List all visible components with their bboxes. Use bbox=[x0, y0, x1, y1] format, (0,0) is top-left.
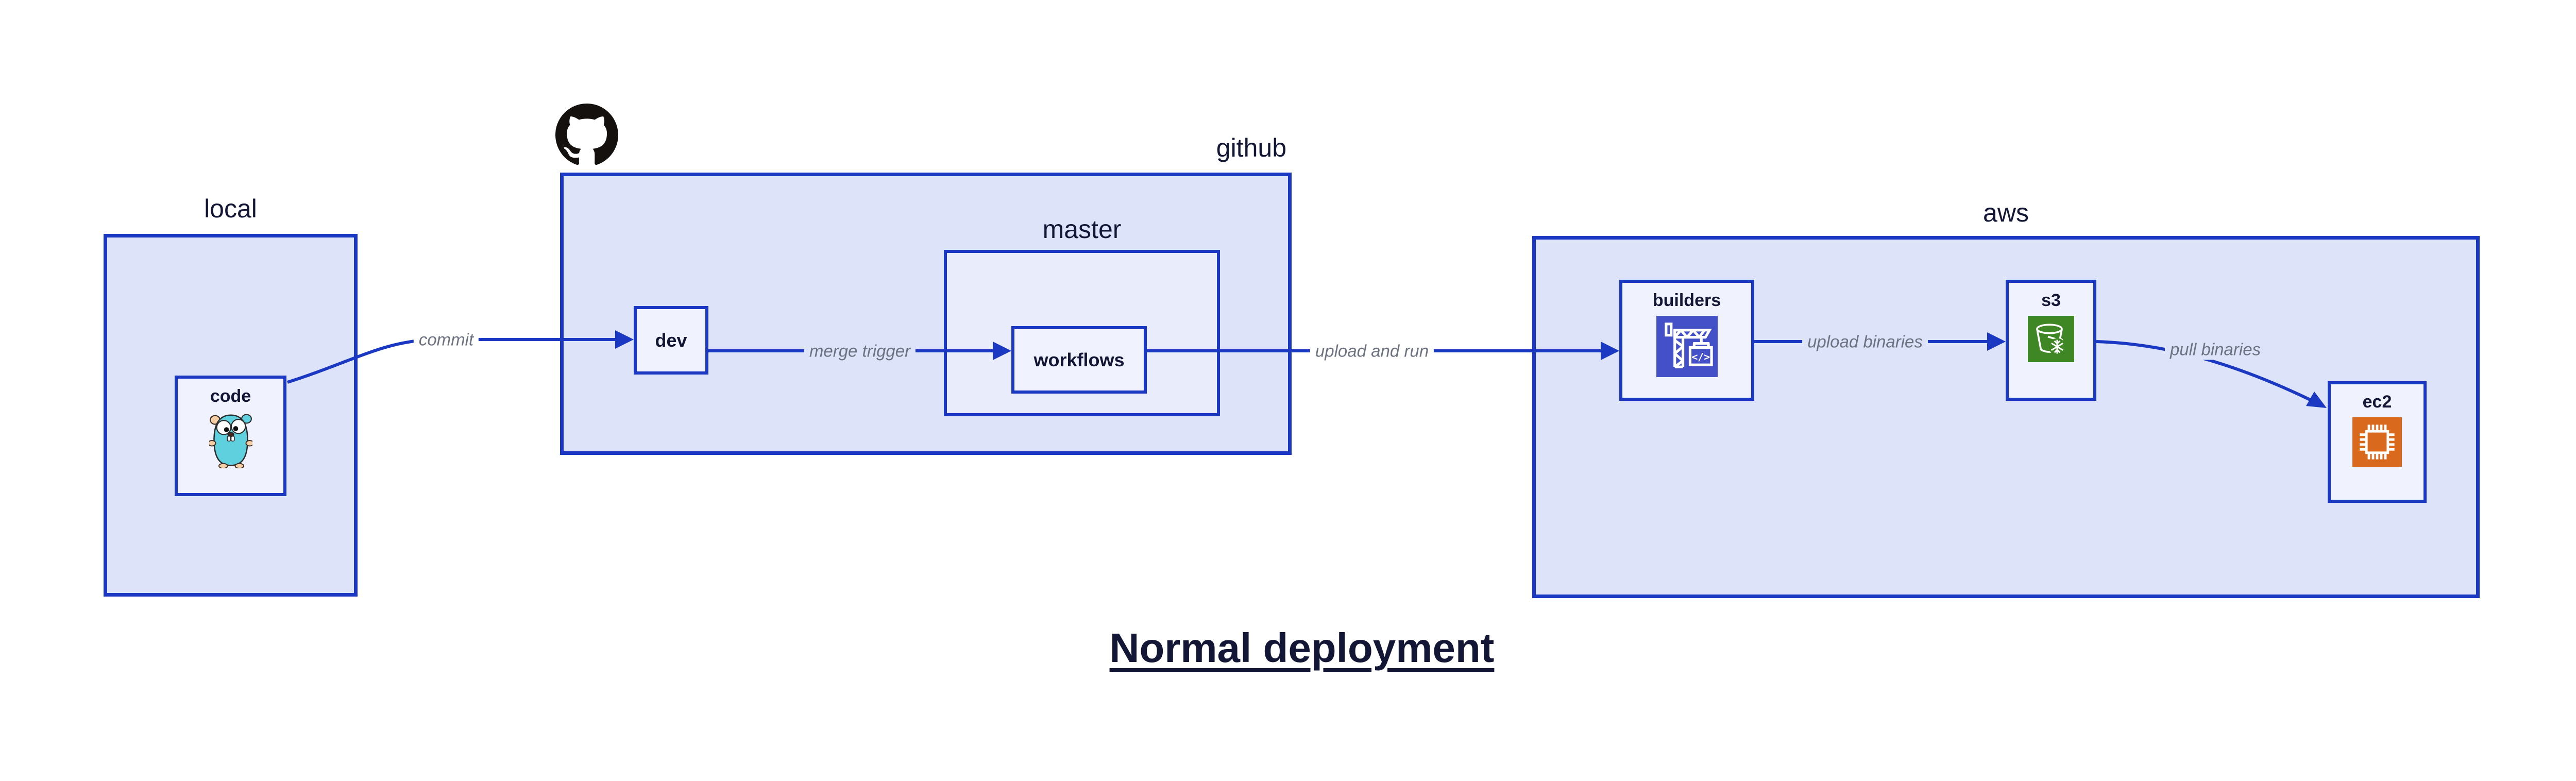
node-builders-label: builders bbox=[1652, 291, 1721, 310]
diagram-title: Normal deployment bbox=[1109, 625, 1495, 671]
node-workflows-label: workflows bbox=[1033, 349, 1125, 370]
svg-text:</>: </> bbox=[1691, 351, 1710, 363]
github-container-label: github bbox=[1216, 133, 1286, 162]
node-ec2-label: ec2 bbox=[2362, 392, 2392, 412]
ec2-chip-icon bbox=[2352, 417, 2402, 467]
edge-label-upload-binaries: upload binaries bbox=[1802, 331, 1928, 352]
edge-label-commit: commit bbox=[413, 329, 479, 350]
node-s3: s3 bbox=[2006, 280, 2096, 401]
github-octocat-logo-icon bbox=[555, 104, 618, 165]
node-dev: dev bbox=[634, 306, 708, 375]
edge-label-merge-trigger: merge trigger bbox=[804, 340, 916, 362]
node-ec2: ec2 bbox=[2328, 381, 2427, 503]
node-workflows: workflows bbox=[1011, 326, 1147, 394]
s3-glacier-bucket-icon bbox=[2028, 316, 2074, 362]
node-dev-label: dev bbox=[655, 329, 687, 351]
local-container-label: local bbox=[204, 194, 257, 223]
edge-label-pull-binaries: pull binaries bbox=[2164, 338, 2266, 360]
codebuild-crane-icon: </> bbox=[1656, 316, 1718, 377]
node-code: code bbox=[175, 376, 286, 496]
node-code-label: code bbox=[210, 386, 251, 406]
go-gopher-icon bbox=[209, 414, 252, 468]
master-container-label: master bbox=[1042, 215, 1122, 244]
node-builders: builders </> bbox=[1619, 280, 1754, 401]
edge-label-upload-and-run: upload and run bbox=[1310, 340, 1434, 362]
aws-container-label: aws bbox=[1983, 198, 2029, 227]
node-s3-label: s3 bbox=[2041, 291, 2061, 310]
